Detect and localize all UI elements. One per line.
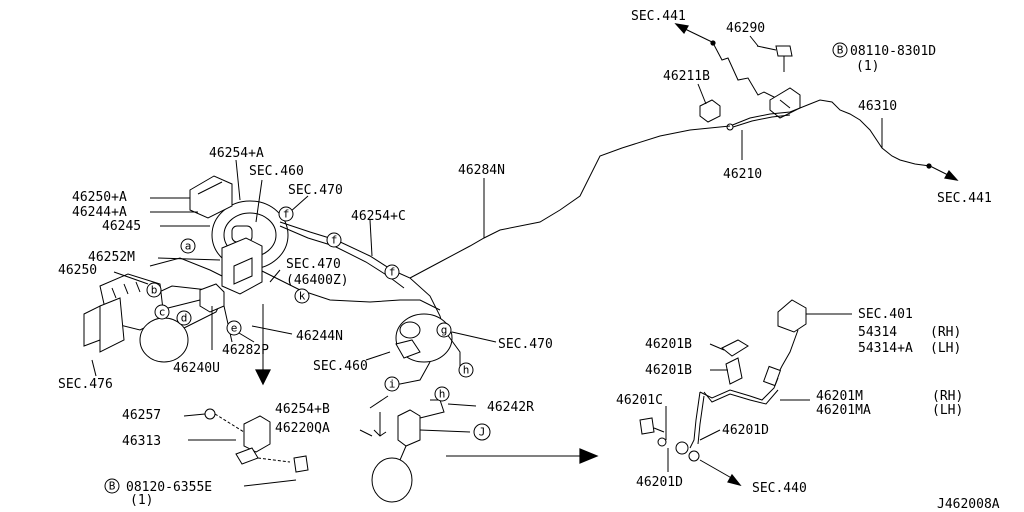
caliper-sec401	[777, 299, 807, 333]
label-qty-top: (1)	[856, 59, 879, 74]
bolt-top	[775, 45, 793, 57]
label-46201b-1: 46201B	[645, 337, 692, 352]
pipe-46284n	[409, 125, 731, 279]
callout-f1: f	[283, 208, 290, 221]
label-46244a: 46244+A	[72, 205, 127, 220]
bolt-marker-top: B	[837, 44, 844, 57]
label-46211b: 46211B	[663, 69, 710, 84]
washer-46257	[204, 408, 216, 420]
label-08110-8301d: 08110-8301D	[850, 44, 936, 59]
label-46244n: 46244N	[296, 329, 343, 344]
callout-e: e	[231, 322, 238, 335]
label-46201b-2: 46201B	[645, 363, 692, 378]
label-46201m: 46201M	[816, 389, 863, 404]
label-46201c: 46201C	[616, 393, 663, 408]
pipe-joint	[726, 123, 734, 131]
label-46254c: 46254+C	[351, 209, 406, 224]
label-46400z: (46400Z)	[286, 273, 349, 288]
reservoir	[189, 175, 233, 219]
part-labels: SEC.441 46290 08110-8301D (1) 46211B 463…	[58, 9, 1000, 512]
label-46310: 46310	[858, 99, 897, 114]
label-46220qa: 46220QA	[275, 421, 330, 436]
caliper-area	[365, 313, 497, 385]
bolt-46201c	[639, 417, 655, 435]
label-46201d-2: 46201D	[636, 475, 683, 490]
callout-d: d	[181, 312, 188, 325]
label-sec470-c: SEC.470	[498, 337, 553, 352]
callout-f3: f	[389, 266, 396, 279]
label-sec440: SEC.440	[752, 481, 807, 496]
clip-46201b-b	[725, 357, 743, 385]
callouts: a b c d e f f f g h h i k J	[146, 206, 491, 441]
label-sec476: SEC.476	[58, 377, 113, 392]
front-hose-group	[639, 299, 852, 487]
callout-g: g	[441, 324, 448, 337]
callout-h2: h	[439, 388, 446, 401]
callout-f2: f	[331, 234, 338, 247]
clip-46211b	[699, 99, 721, 123]
label-54314: 54314	[858, 325, 897, 340]
label-sec441-right: SEC.441	[937, 191, 992, 206]
bolt-markers: B B	[104, 42, 848, 494]
arrow-head	[674, 23, 689, 35]
flow-arrows	[255, 304, 599, 464]
callout-a: a	[185, 240, 192, 253]
label-46282p: 46282P	[222, 343, 269, 358]
label-46242r: 46242R	[487, 400, 534, 415]
label-lh-2: (LH)	[932, 403, 963, 418]
label-46254a: 46254+A	[209, 146, 264, 161]
label-54314a: 54314+A	[858, 341, 913, 356]
label-sec401: SEC.401	[858, 307, 913, 322]
bolt-marker-bottom: B	[109, 480, 116, 493]
callout-k: k	[299, 290, 306, 303]
label-46245: 46245	[102, 219, 141, 234]
label-qty-bottom: (1)	[130, 493, 153, 508]
arrow-head	[944, 169, 959, 181]
label-sec470-b: SEC.470	[286, 257, 341, 272]
label-46210: 46210	[723, 167, 762, 182]
bracket-46313-group	[188, 408, 309, 473]
callout-b: b	[151, 284, 158, 297]
rear-brake-line-group	[674, 23, 959, 181]
callout-j: J	[479, 426, 486, 439]
label-sec441-top: SEC.441	[631, 9, 686, 24]
label-sec460-a: SEC.460	[249, 164, 304, 179]
abs-actuator	[83, 273, 189, 377]
label-rh-1: (RH)	[930, 325, 961, 340]
label-46313: 46313	[122, 434, 161, 449]
label-46290: 46290	[726, 21, 765, 36]
label-08120-6355e: 08120-6355E	[126, 480, 212, 495]
label-rh-2: (RH)	[932, 389, 963, 404]
label-46284n: 46284N	[458, 163, 505, 178]
label-46240u: 46240U	[173, 361, 220, 376]
label-46252m: 46252M	[88, 250, 135, 265]
label-46250: 46250	[58, 263, 97, 278]
label-46250a: 46250+A	[72, 190, 127, 205]
label-46201ma: 46201MA	[816, 403, 871, 418]
label-46201d-1: 46201D	[722, 423, 769, 438]
master-cylinder-area	[141, 175, 445, 350]
callout-h1: h	[463, 364, 470, 377]
label-sec460-b: SEC.460	[313, 359, 368, 374]
label-sec470-a: SEC.470	[288, 183, 343, 198]
leader-lines-left	[113, 159, 477, 487]
washer-46201d	[675, 441, 689, 455]
arrow-head	[727, 473, 742, 487]
hose-assembly-center	[371, 399, 471, 503]
label-46257: 46257	[122, 408, 161, 423]
callout-i: i	[389, 378, 396, 391]
label-46254b: 46254+B	[275, 402, 330, 417]
diagram-id: J462008A	[937, 497, 1000, 512]
callout-c: c	[159, 306, 166, 319]
label-lh-1: (LH)	[930, 341, 961, 356]
clip-46201b-a	[721, 339, 749, 357]
